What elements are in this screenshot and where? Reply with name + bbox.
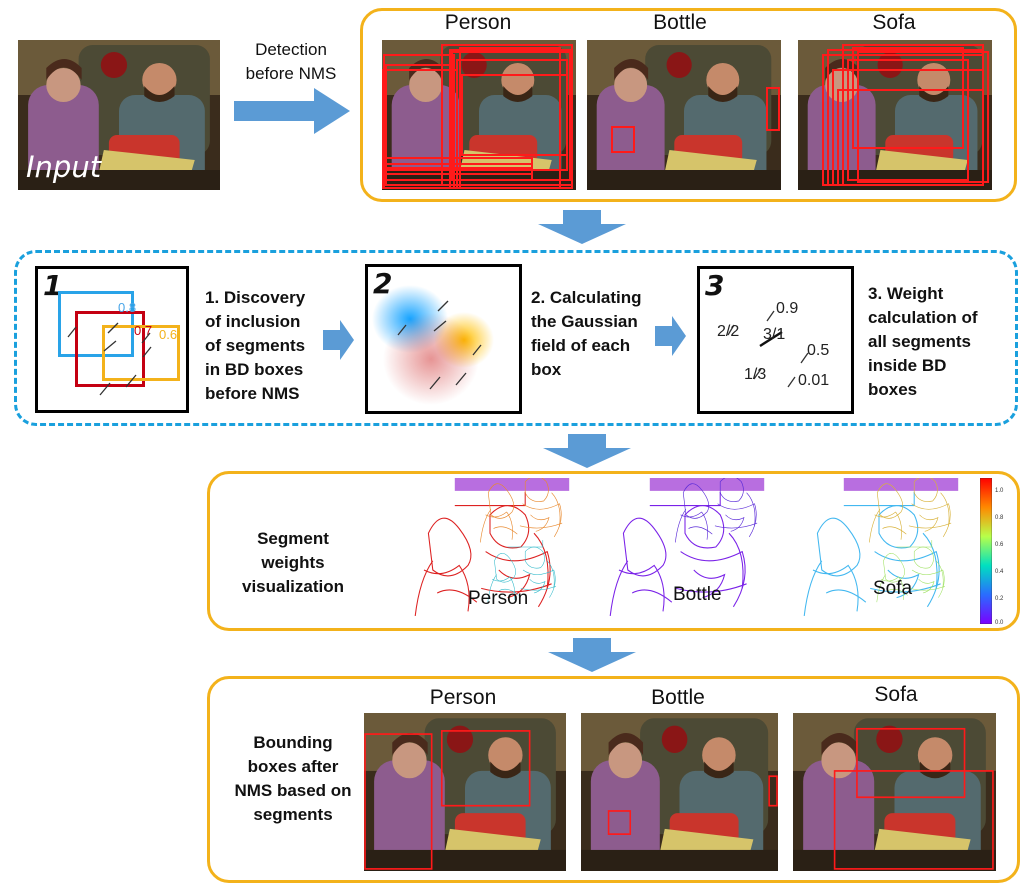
step3-panel: 3 0.9 2/2 3/1 0.5 1/3 0.01 bbox=[697, 266, 854, 414]
result-title-sofa: Sofa bbox=[874, 683, 918, 706]
result-title: Bounding boxes after NMS based on segmen… bbox=[234, 733, 352, 824]
result-panel bbox=[207, 676, 1020, 883]
weight-0.5: 0.5 bbox=[807, 342, 830, 359]
segments-drawing bbox=[67, 322, 152, 396]
step1-panel: 1 0.8 0.7 0.6 bbox=[35, 266, 189, 413]
blue-box-score: 0.8 bbox=[118, 300, 137, 315]
detection-title-person: Person bbox=[444, 11, 512, 34]
weights-drawing bbox=[727, 310, 809, 388]
colorbar-tick-1.0: 1.0 bbox=[995, 488, 1004, 494]
step1-text: 1. Discovery of inclusion of segments in… bbox=[205, 288, 306, 403]
result-image-person bbox=[364, 713, 566, 871]
blue-box bbox=[58, 291, 134, 357]
detection-image-bottle bbox=[587, 40, 781, 190]
colorbar-tick-0.8: 0.8 bbox=[995, 515, 1004, 521]
result-title-person: Person bbox=[429, 686, 497, 709]
yellow-box-score: 0.6 bbox=[159, 327, 178, 342]
colorbar-tick-0.6: 0.6 bbox=[995, 542, 1004, 548]
weights-image-person: Person bbox=[402, 478, 578, 616]
weights-label-sofa: Sofa bbox=[873, 578, 913, 599]
weights-panel bbox=[207, 471, 1020, 631]
weight-1-3: 1/3 bbox=[744, 366, 767, 383]
weight-0.9: 0.9 bbox=[776, 300, 799, 317]
detection-label: Detection before NMS bbox=[245, 40, 337, 83]
weight-0.01: 0.01 bbox=[798, 372, 830, 389]
colorbar bbox=[979, 477, 993, 625]
red-box-score: 0.7 bbox=[134, 323, 153, 338]
weight-2-2: 2/2 bbox=[717, 323, 740, 340]
red-box bbox=[75, 311, 145, 387]
gaussian-field-drawing bbox=[372, 285, 494, 405]
input-label: Input bbox=[26, 150, 102, 184]
step2-text: 2. Calculating the Gaussian field of eac… bbox=[531, 288, 642, 379]
weights-label-bottle: Bottle bbox=[673, 584, 722, 605]
detection-image-person bbox=[382, 40, 576, 190]
detection-title-sofa: Sofa bbox=[872, 11, 916, 34]
weights-title: Segment weights visualization bbox=[241, 529, 345, 596]
right-arrow-icon bbox=[234, 88, 352, 134]
result-image-bottle bbox=[581, 713, 778, 871]
step2-panel: 2 bbox=[365, 264, 522, 414]
input-image: Input bbox=[18, 40, 220, 190]
steps-panel bbox=[14, 250, 1018, 426]
detection-image-sofa bbox=[798, 40, 992, 190]
step3-text: 3. Weight calculation of all segments in… bbox=[868, 284, 978, 399]
down-arrow-icon bbox=[541, 434, 633, 468]
weights-label-person: Person bbox=[468, 588, 529, 609]
step3-number: 3 bbox=[705, 269, 725, 302]
colorbar-tick-0.2: 0.2 bbox=[995, 596, 1004, 602]
detection-title-bottle: Bottle bbox=[653, 11, 707, 34]
step-arrow-icon bbox=[323, 320, 355, 360]
weights-image-bottle: Bottle bbox=[597, 478, 773, 616]
step-arrow-icon bbox=[655, 316, 687, 356]
step1-number: 1 bbox=[43, 269, 63, 302]
weight-3-1: 3/1 bbox=[763, 326, 786, 343]
down-arrow-icon bbox=[536, 210, 628, 244]
colorbar-tick-0.4: 0.4 bbox=[995, 569, 1004, 575]
result-title-bottle: Bottle bbox=[651, 686, 705, 709]
yellow-box bbox=[102, 325, 180, 381]
detection-panel bbox=[360, 8, 1017, 202]
weights-image-sofa: Sofa bbox=[791, 478, 967, 616]
result-image-sofa bbox=[793, 713, 996, 871]
colorbar-tick-0.0: 0.0 bbox=[995, 620, 1004, 626]
down-arrow-icon bbox=[546, 638, 638, 672]
